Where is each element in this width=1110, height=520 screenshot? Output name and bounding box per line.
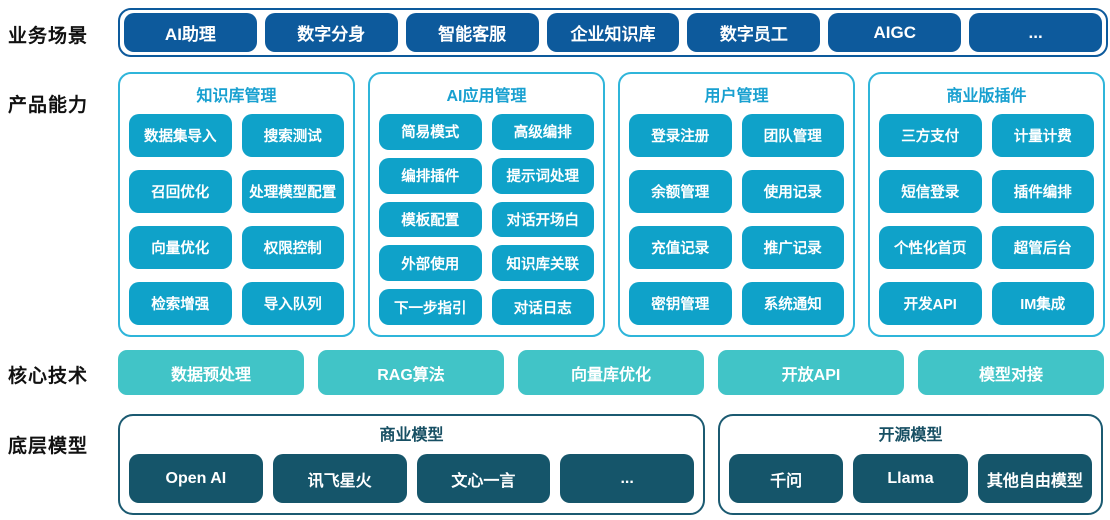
capability-chip: 插件编排 [991, 170, 1094, 213]
core-tech-chip-data-preprocessing: 数据预处理 [118, 350, 304, 395]
capability-chip: 知识库关联 [491, 245, 594, 282]
model-chip-row: 千问 Llama 其他自由模型 [729, 454, 1092, 503]
capability-chip: 权限控制 [241, 226, 344, 269]
business-scenario-chip-digital-worker: 数字员工 [687, 13, 821, 52]
capability-chip: 推广记录 [741, 226, 844, 269]
capability-chip: 向量优化 [129, 226, 232, 269]
capability-chip: 超管后台 [991, 226, 1094, 269]
core-technology-row: 数据预处理 RAG算法 向量库优化 开放API 模型对接 [118, 350, 1104, 395]
capability-chip: 搜索测试 [241, 114, 344, 157]
capability-chip: 处理模型配置 [241, 170, 344, 213]
business-scenario-chip-digital-avatar: 数字分身 [264, 13, 398, 52]
capability-chip: 简易模式 [379, 114, 482, 150]
capability-column-title: 商业版插件 [946, 88, 1027, 105]
capability-chip: 计量计费 [991, 114, 1094, 157]
capability-chip: 召回优化 [129, 170, 232, 213]
model-group-title: 开源模型 [878, 427, 943, 444]
capability-grid: 数据集导入 搜索测试 召回优化 处理模型配置 向量优化 权限控制 检索增强 导入… [129, 114, 344, 325]
business-scenario-chip-smart-service: 智能客服 [405, 13, 539, 52]
model-chip-openai: Open AI [129, 454, 263, 503]
capability-chip: 个性化首页 [879, 226, 982, 269]
model-chip-other-free: 其他自由模型 [977, 454, 1092, 503]
model-group-commercial: 商业模型 Open AI 讯飞星火 文心一言 ... [118, 414, 705, 515]
capability-chip: 提示词处理 [491, 157, 594, 194]
model-chip-llama: Llama [853, 454, 968, 503]
capability-chip: 数据集导入 [129, 114, 232, 157]
business-scenario-chip-aigc: AIGC [828, 13, 962, 52]
model-chip-ernie: 文心一言 [416, 454, 551, 503]
row-label-base-models: 底层模型 [8, 436, 89, 457]
business-scenarios-container: AI助理 数字分身 智能客服 企业知识库 数字员工 AIGC ... [118, 8, 1108, 57]
model-group-title: 商业模型 [379, 427, 444, 444]
capability-column-commercial-plugins: 商业版插件 三方支付 计量计费 短信登录 插件编排 个性化首页 超管后台 开发A… [868, 72, 1105, 337]
capability-chip: 余额管理 [629, 170, 732, 213]
core-tech-chip-rag-algorithm: RAG算法 [318, 350, 504, 395]
row-label-core-technology: 核心技术 [8, 366, 89, 387]
capability-chip: 团队管理 [741, 114, 844, 157]
core-tech-chip-model-integration: 模型对接 [918, 350, 1104, 395]
model-chip-row: Open AI 讯飞星火 文心一言 ... [129, 454, 694, 503]
capability-column-ai-app-management: AI应用管理 简易模式 高级编排 编排插件 提示词处理 模板配置 对话开场白 外… [368, 72, 605, 337]
row-label-product-capabilities: 产品能力 [8, 95, 89, 116]
capability-column-title: 知识库管理 [196, 88, 277, 105]
capability-chip: 使用记录 [741, 170, 844, 213]
business-scenario-chip-ai-assistant: AI助理 [124, 13, 257, 52]
capability-column-user-management: 用户管理 登录注册 团队管理 余额管理 使用记录 充值记录 推广记录 密钥管理 … [618, 72, 855, 337]
capability-chip: 三方支付 [879, 114, 982, 157]
capability-chip: 登录注册 [629, 114, 732, 157]
model-chip-qwen: 千问 [729, 454, 844, 503]
capability-chip: 对话日志 [491, 289, 594, 325]
capability-chip: IM集成 [991, 282, 1094, 325]
capability-chip: 编排插件 [379, 157, 482, 194]
capability-chip: 密钥管理 [629, 282, 732, 325]
model-chip-more: ... [560, 454, 694, 503]
capability-column-title: 用户管理 [704, 88, 769, 105]
capability-chip: 模板配置 [379, 201, 482, 238]
model-chip-spark: 讯飞星火 [272, 454, 407, 503]
capability-chip: 高级编排 [491, 114, 594, 150]
core-tech-chip-vector-db: 向量库优化 [518, 350, 704, 395]
capability-chip: 下一步指引 [379, 289, 482, 325]
capability-grid: 三方支付 计量计费 短信登录 插件编排 个性化首页 超管后台 开发API IM集… [879, 114, 1094, 325]
capability-grid: 简易模式 高级编排 编排插件 提示词处理 模板配置 对话开场白 外部使用 知识库… [379, 114, 594, 325]
capability-chip: 导入队列 [241, 282, 344, 325]
capability-chip: 对话开场白 [491, 201, 594, 238]
core-tech-chip-open-api: 开放API [718, 350, 904, 395]
model-group-open-source: 开源模型 千问 Llama 其他自由模型 [718, 414, 1103, 515]
capability-column-title: AI应用管理 [446, 88, 527, 105]
capability-grid: 登录注册 团队管理 余额管理 使用记录 充值记录 推广记录 密钥管理 系统通知 [629, 114, 844, 325]
capability-chip: 检索增强 [129, 282, 232, 325]
business-scenario-chip-more: ... [969, 13, 1103, 52]
capability-column-knowledge-base: 知识库管理 数据集导入 搜索测试 召回优化 处理模型配置 向量优化 权限控制 检… [118, 72, 355, 337]
capability-chip: 外部使用 [379, 245, 482, 282]
capability-chip: 短信登录 [879, 170, 982, 213]
capability-chip: 开发API [879, 282, 982, 325]
business-scenario-chip-enterprise-kb: 企业知识库 [546, 13, 680, 52]
row-label-business-scenarios: 业务场景 [8, 26, 89, 47]
capability-chip: 系统通知 [741, 282, 844, 325]
capability-chip: 充值记录 [629, 226, 732, 269]
